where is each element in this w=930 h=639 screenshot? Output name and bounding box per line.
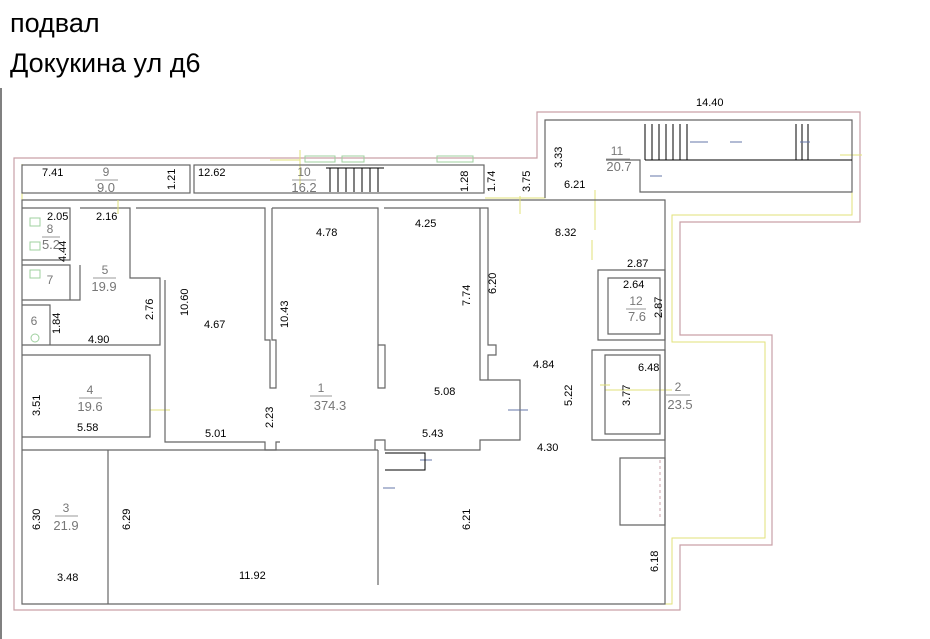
room-label-5: 5 19.9 bbox=[91, 263, 116, 294]
dim-3-75: 3.75 bbox=[521, 171, 533, 192]
svg-text:9: 9 bbox=[103, 165, 110, 179]
dim-3-33: 3.33 bbox=[553, 147, 565, 168]
window bbox=[341, 155, 365, 163]
tick-marks bbox=[117, 196, 610, 386]
dim-1-84: 1.84 bbox=[51, 313, 63, 334]
dim-5-01: 5.01 bbox=[205, 428, 226, 440]
dim-6-21-top: 6.21 bbox=[564, 179, 585, 191]
dim-10-43: 10.43 bbox=[279, 300, 291, 328]
room-label-9: 9 9.0 bbox=[95, 165, 118, 195]
dim-7-74: 7.74 bbox=[461, 285, 473, 306]
svg-text:3: 3 bbox=[63, 501, 70, 515]
partition bbox=[385, 452, 426, 471]
dim-6-21-bottom: 6.21 bbox=[461, 509, 473, 530]
dim-4-44: 4.44 bbox=[57, 241, 69, 262]
svg-text:374.3: 374.3 bbox=[314, 398, 347, 413]
dim-8-32: 8.32 bbox=[555, 227, 576, 239]
dim-3-51: 3.51 bbox=[31, 395, 43, 416]
left-rooms-walls bbox=[22, 207, 378, 604]
stairs-11 bbox=[644, 124, 852, 161]
svg-text:19.6: 19.6 bbox=[77, 399, 102, 414]
dim-4-67: 4.67 bbox=[204, 319, 225, 331]
room-9-wall bbox=[21, 164, 191, 194]
dim-6-48: 6.48 bbox=[638, 362, 659, 374]
svg-text:20.7: 20.7 bbox=[606, 159, 631, 174]
stairs-10 bbox=[326, 167, 384, 192]
outer-outline bbox=[13, 111, 861, 611]
dim-3-77: 3.77 bbox=[621, 385, 633, 406]
room-label-12: 12 7.6 bbox=[626, 294, 646, 324]
dim-2-87-b: 2.87 bbox=[653, 297, 665, 318]
dim-4-84: 4.84 bbox=[533, 359, 554, 371]
right-rooms-walls bbox=[591, 269, 666, 526]
direction-arrows bbox=[650, 141, 810, 177]
room-label-11: 11 20.7 bbox=[606, 144, 632, 174]
svg-text:5: 5 bbox=[102, 263, 109, 277]
svg-text:6: 6 bbox=[31, 314, 38, 328]
dim-6-20: 6.20 bbox=[487, 273, 499, 294]
dim-2-87-a: 2.87 bbox=[627, 258, 648, 270]
window bbox=[304, 155, 336, 163]
dim-2-76: 2.76 bbox=[144, 299, 156, 320]
dim-4-25: 4.25 bbox=[415, 218, 436, 230]
svg-text:1: 1 bbox=[318, 381, 325, 395]
dim-4-30: 4.30 bbox=[537, 442, 558, 454]
room-label-7: 7 bbox=[47, 273, 54, 287]
address-title: Докукина ул д6 bbox=[10, 48, 201, 78]
svg-text:16.2: 16.2 bbox=[291, 180, 316, 195]
dim-11-92: 11.92 bbox=[239, 570, 266, 582]
dim-5-58: 5.58 bbox=[77, 422, 98, 434]
dim-4-90: 4.90 bbox=[88, 334, 109, 346]
level-title: подвал bbox=[10, 8, 100, 38]
main-wall bbox=[21, 199, 666, 605]
dim-1-28: 1.28 bbox=[459, 171, 471, 192]
central-walls bbox=[136, 207, 521, 585]
svg-text:2: 2 bbox=[675, 380, 682, 394]
dim-14-40: 14.40 bbox=[696, 97, 724, 109]
svg-text:5.2: 5.2 bbox=[42, 237, 60, 252]
room-label-1: 1 374.3 bbox=[310, 381, 346, 413]
room-label-2: 2 23.5 bbox=[666, 380, 693, 412]
svg-text:11: 11 bbox=[611, 144, 624, 158]
fixture-icons bbox=[29, 217, 41, 343]
dim-2-23: 2.23 bbox=[264, 407, 276, 428]
window bbox=[436, 155, 474, 163]
door-arrows bbox=[383, 409, 528, 489]
dim-2-64: 2.64 bbox=[623, 279, 644, 291]
dim-4-78: 4.78 bbox=[316, 227, 337, 239]
dim-2-05: 2.05 bbox=[47, 211, 68, 223]
room-label-4: 4 19.6 bbox=[77, 383, 102, 414]
svg-text:21.9: 21.9 bbox=[53, 518, 78, 533]
dim-3-48: 3.48 bbox=[57, 572, 78, 584]
dim-1-74: 1.74 bbox=[486, 171, 498, 192]
dim-6-29: 6.29 bbox=[121, 509, 133, 530]
svg-text:7: 7 bbox=[47, 273, 54, 287]
dim-5-22: 5.22 bbox=[563, 385, 575, 406]
dim-5-43: 5.43 bbox=[422, 428, 443, 440]
svg-text:9.0: 9.0 bbox=[97, 180, 115, 195]
dim-6-30: 6.30 bbox=[31, 509, 43, 530]
dim-6-18: 6.18 bbox=[649, 551, 661, 572]
room-label-10: 10 16.2 bbox=[291, 165, 316, 195]
svg-text:23.5: 23.5 bbox=[667, 397, 692, 412]
dim-12-62: 12.62 bbox=[198, 167, 226, 179]
room-11-wall bbox=[544, 119, 853, 198]
dim-5-08: 5.08 bbox=[434, 386, 455, 398]
room-label-6: 6 bbox=[31, 314, 38, 328]
svg-text:10: 10 bbox=[297, 165, 311, 179]
svg-text:8: 8 bbox=[47, 222, 54, 236]
room-10-wall bbox=[193, 164, 485, 194]
svg-text:19.9: 19.9 bbox=[91, 279, 116, 294]
dim-7-41: 7.41 bbox=[42, 167, 63, 179]
svg-text:7.6: 7.6 bbox=[628, 309, 646, 324]
dim-10-60: 10.60 bbox=[179, 288, 191, 316]
dim-2-16: 2.16 bbox=[96, 211, 117, 223]
room-label-8: 8 5.2 bbox=[42, 222, 60, 252]
room-label-3: 3 21.9 bbox=[53, 501, 78, 533]
svg-text:12: 12 bbox=[629, 294, 643, 308]
dim-1-21: 1.21 bbox=[166, 169, 178, 190]
svg-text:4: 4 bbox=[87, 383, 94, 397]
